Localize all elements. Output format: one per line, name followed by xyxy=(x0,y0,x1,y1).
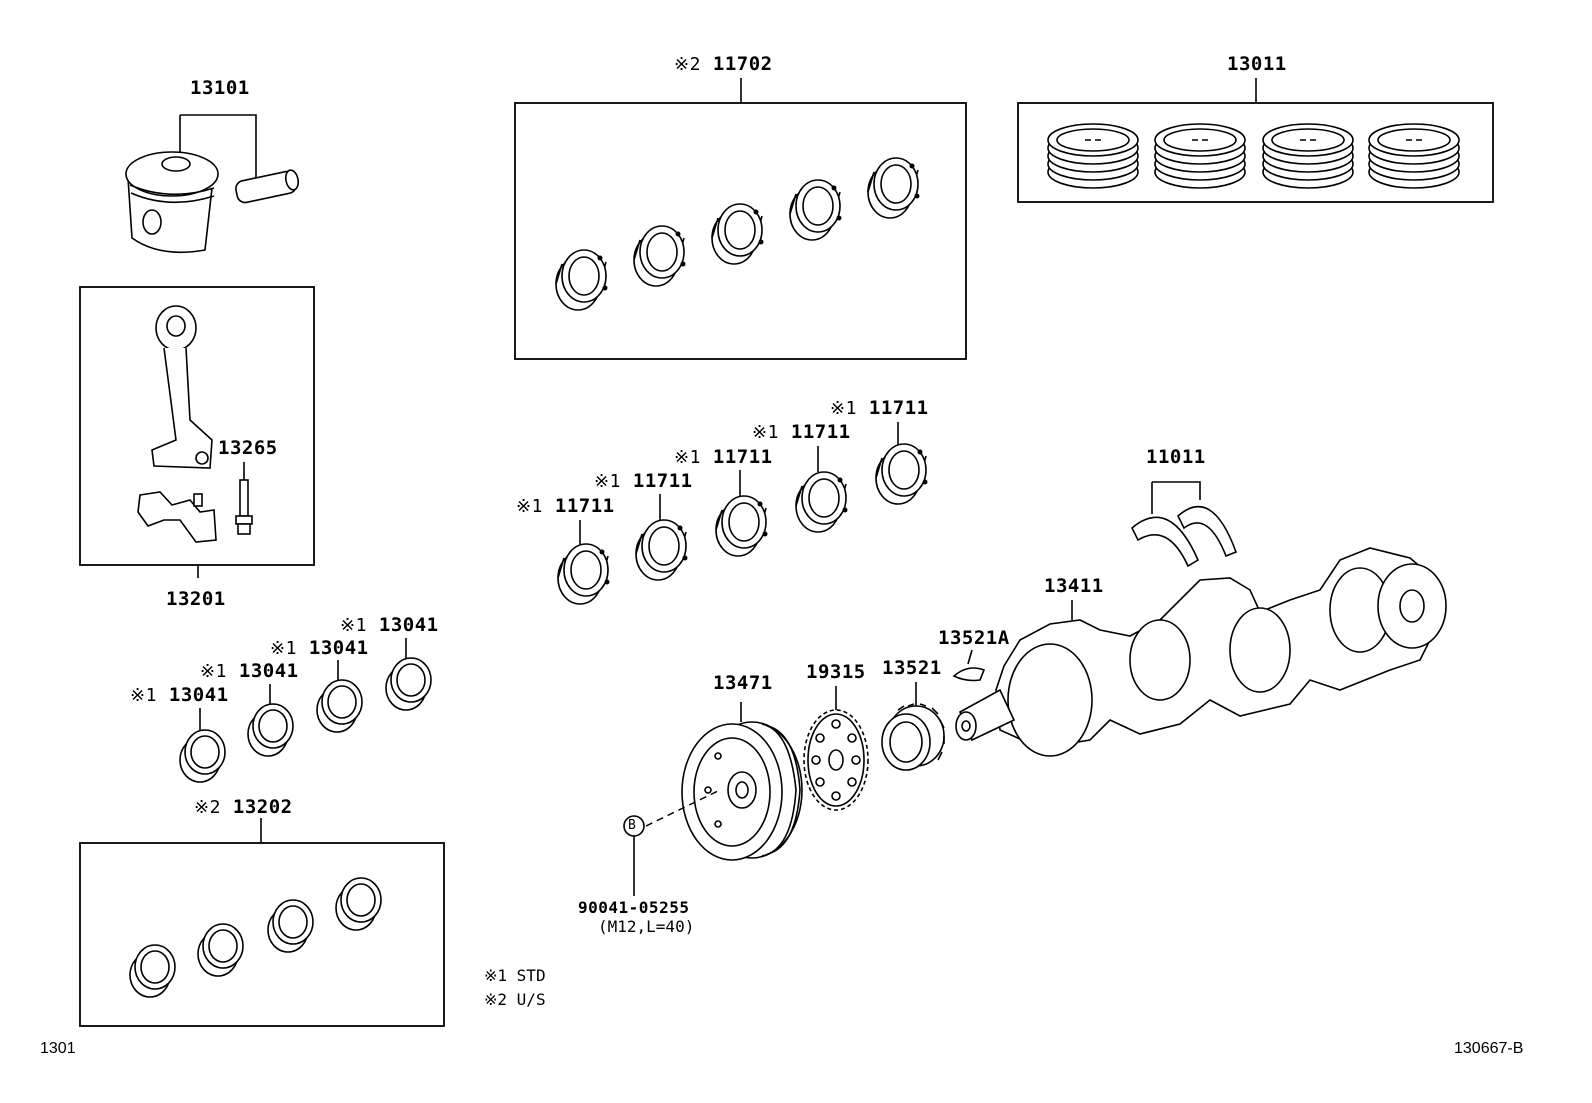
part-11711-label-2[interactable]: ※1 11711 xyxy=(594,471,693,492)
part-13521A-number: 13521A xyxy=(938,627,1010,649)
part-11711-label-3[interactable]: ※1 11711 xyxy=(674,447,773,468)
part-13265-label[interactable]: 13265 xyxy=(218,438,278,458)
crank-gear-drawing xyxy=(881,682,945,771)
std-mark: ※1 xyxy=(752,422,779,443)
part-11711-label-1[interactable]: ※1 11711 xyxy=(516,496,615,517)
key-drawing xyxy=(952,649,986,682)
part-13041-number: 13041 xyxy=(238,660,299,682)
conrod-drawing xyxy=(137,305,217,578)
part-11011-label[interactable]: 11011 xyxy=(1146,447,1206,467)
std-mark: ※1 xyxy=(130,685,157,706)
part-13471-number: 13471 xyxy=(713,672,773,694)
part-13411-number: 13411 xyxy=(1044,575,1104,597)
us-mark: ※2 xyxy=(194,797,221,818)
crank-bearing-drawings xyxy=(557,422,929,605)
part-13101-number: 13101 xyxy=(190,77,250,99)
part-11711-number: 11711 xyxy=(712,446,773,468)
part-13471-label[interactable]: 13471 xyxy=(713,673,773,693)
std-mark: ※1 xyxy=(270,638,297,659)
conrod-box xyxy=(79,286,315,566)
main-bearing-set-drawing xyxy=(555,78,921,311)
legend-us: ※2 U/S xyxy=(484,990,546,1009)
part-11702-number: 11702 xyxy=(712,53,773,75)
part-11711-number: 11711 xyxy=(632,470,693,492)
part-11711-label-5[interactable]: ※1 11711 xyxy=(830,398,929,419)
part-13041-label-3[interactable]: ※1 13041 xyxy=(270,638,369,659)
part-90041-number: 90041-05255 xyxy=(578,898,690,917)
std-mark: ※1 xyxy=(340,615,367,636)
thrust-washer-drawing xyxy=(1131,481,1238,568)
part-13202-number: 13202 xyxy=(232,796,293,818)
footer-figure-number: 1301 xyxy=(40,1040,76,1057)
footer-drawing-id: 130667-B xyxy=(1454,1040,1524,1057)
crankshaft-drawing xyxy=(955,547,1447,757)
callout-b-letter: B xyxy=(628,818,636,833)
part-19315-label[interactable]: 19315 xyxy=(806,662,866,682)
part-13041-label-1[interactable]: ※1 13041 xyxy=(130,685,229,706)
std-mark: ※1 xyxy=(594,471,621,492)
piston-drawing xyxy=(125,114,300,254)
rod-bearing-set-drawing xyxy=(129,818,382,998)
part-11711-number: 11711 xyxy=(790,421,851,443)
part-90041-spec: (M12,L=40) xyxy=(598,917,695,936)
timing-rotor-drawing xyxy=(803,686,869,811)
part-13101-label[interactable]: 13101 xyxy=(190,78,250,98)
legend-std: ※1 STD xyxy=(484,966,546,985)
pulley-bolt-callout-drawing xyxy=(623,789,721,896)
piston-ring-set-drawing xyxy=(1047,78,1460,189)
part-13041-number: 13041 xyxy=(378,614,439,636)
part-11711-number: 11711 xyxy=(554,495,615,517)
rod-bearing-box xyxy=(79,842,445,1027)
part-13411-label[interactable]: 13411 xyxy=(1044,576,1104,596)
crank-pulley-drawing xyxy=(681,702,803,861)
part-13041-label-4[interactable]: ※1 13041 xyxy=(340,615,439,636)
part-13202-label[interactable]: ※2 13202 xyxy=(194,797,293,818)
part-90041-label[interactable]: 90041-05255 xyxy=(578,898,689,918)
part-11711-label-4[interactable]: ※1 11711 xyxy=(752,422,851,443)
conrod-bearing-drawings xyxy=(179,638,432,783)
part-11702-label[interactable]: ※2 11702 xyxy=(674,54,773,75)
part-13201-number: 13201 xyxy=(166,588,226,610)
part-13265-number: 13265 xyxy=(218,437,278,459)
std-mark: ※1 xyxy=(674,447,701,468)
part-13521-label[interactable]: 13521 xyxy=(882,658,942,678)
part-13011-number: 13011 xyxy=(1227,53,1287,75)
part-13041-number: 13041 xyxy=(168,684,229,706)
part-13041-number: 13041 xyxy=(308,637,369,659)
std-mark: ※1 xyxy=(516,496,543,517)
part-13041-label-2[interactable]: ※1 13041 xyxy=(200,661,299,682)
part-13521-number: 13521 xyxy=(882,657,942,679)
part-13521A-label[interactable]: 13521A xyxy=(938,628,1010,648)
part-19315-number: 19315 xyxy=(806,661,866,683)
part-11011-number: 11011 xyxy=(1146,446,1206,468)
std-mark: ※1 xyxy=(830,398,857,419)
part-13011-label[interactable]: 13011 xyxy=(1227,54,1287,74)
part-13201-label[interactable]: 13201 xyxy=(166,589,226,609)
std-mark: ※1 xyxy=(200,661,227,682)
us-mark: ※2 xyxy=(674,54,701,75)
part-11711-number: 11711 xyxy=(868,397,929,419)
conrod-bolt-drawing xyxy=(235,462,253,535)
